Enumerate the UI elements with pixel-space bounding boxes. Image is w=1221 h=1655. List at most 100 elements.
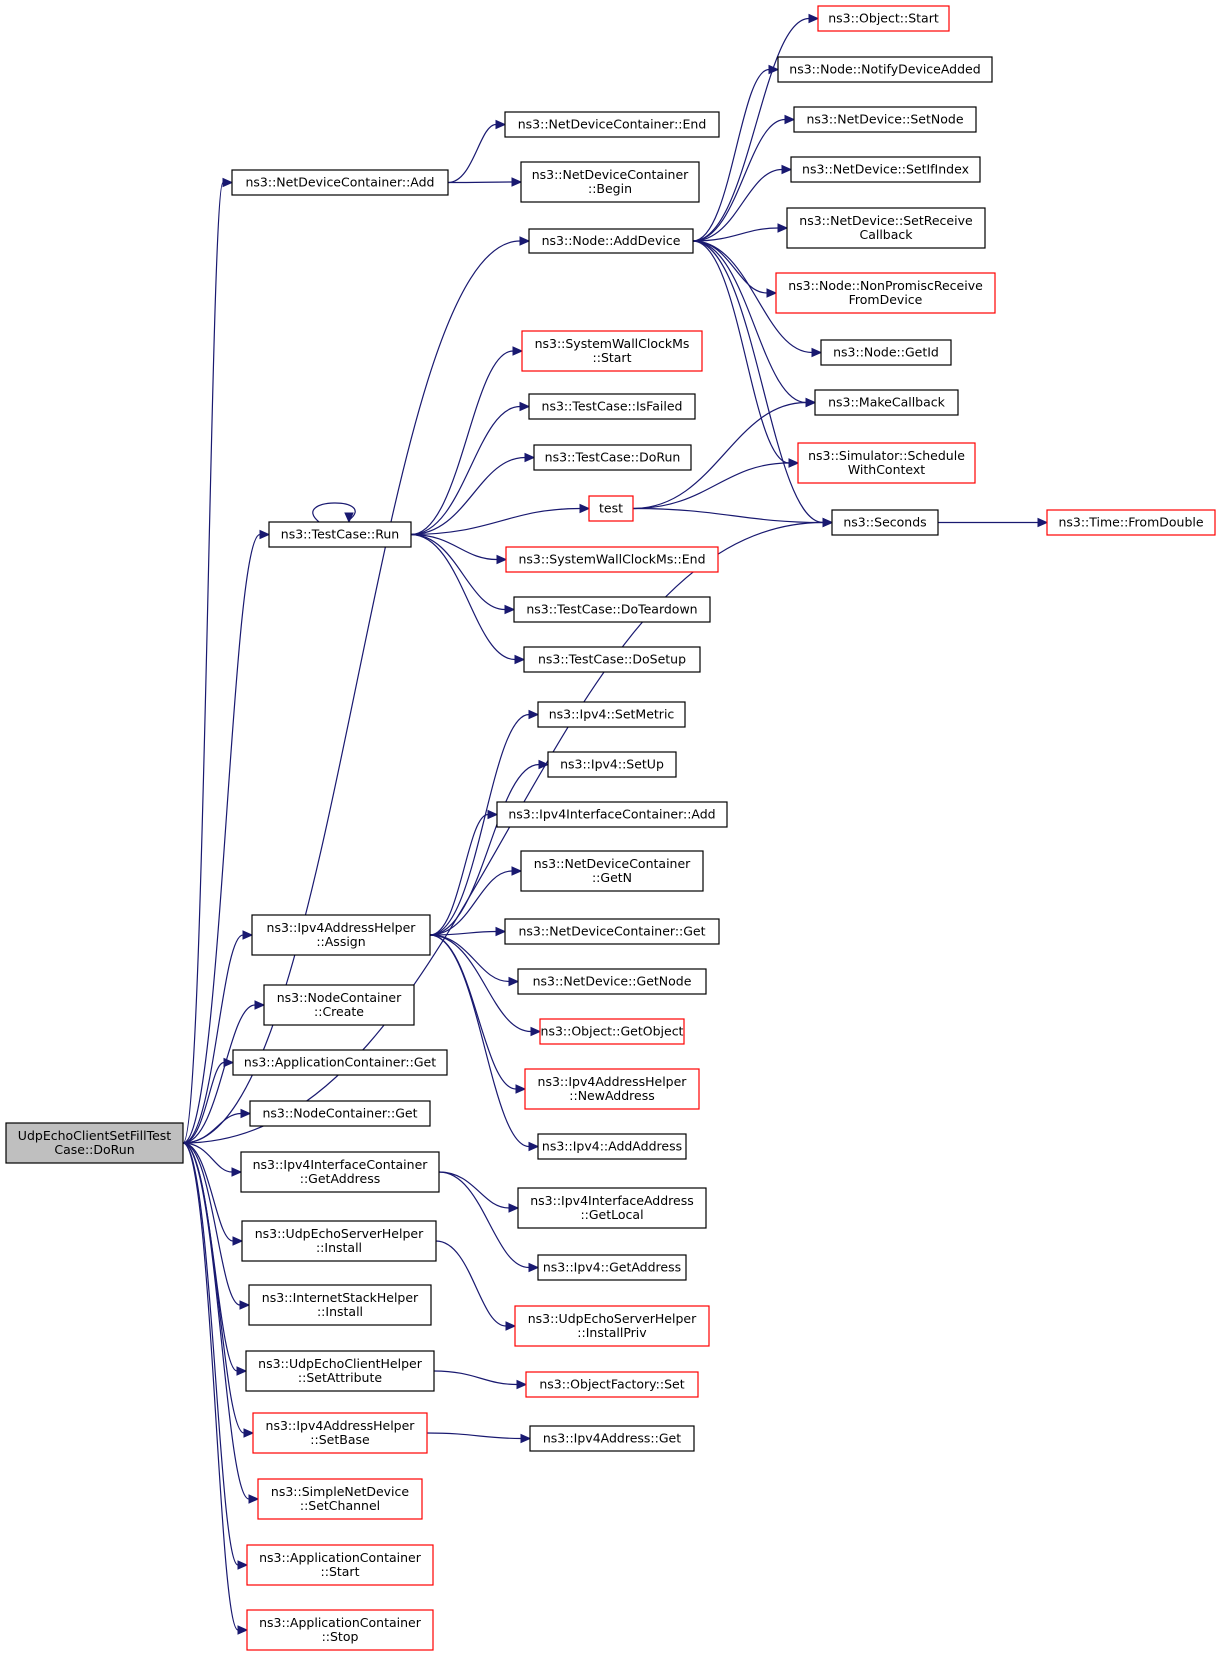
- graph-node[interactable]: ns3::InternetStackHelper::Install: [248, 1284, 432, 1326]
- node-box: [246, 1609, 434, 1651]
- graph-node[interactable]: ns3::NodeContainer::Get: [249, 1100, 431, 1127]
- graph-node[interactable]: ns3::TestCase::Run: [268, 521, 412, 548]
- node-label: ns3::SystemWallClockMs::End: [518, 552, 705, 567]
- graph-node[interactable]: ns3::Time::FromDouble: [1046, 509, 1216, 536]
- edge-arrowhead: [579, 503, 591, 514]
- graph-node[interactable]: ns3::ObjectFactory::Set: [525, 1371, 699, 1398]
- graph-node[interactable]: ns3::NetDeviceContainer::Get: [504, 918, 720, 945]
- node-label: ns3::Node::NonPromiscReceive: [788, 278, 983, 293]
- graph-node[interactable]: ns3::ApplicationContainer::Start: [246, 1544, 434, 1586]
- edge-n4-n6: [692, 64, 780, 242]
- node-label: Case::DoRun: [54, 1142, 134, 1157]
- edge-arrowhead: [248, 1494, 260, 1504]
- graph-node[interactable]: ns3::Seconds: [831, 509, 939, 536]
- graph-node[interactable]: ns3::NetDeviceContainer::Add: [231, 169, 449, 196]
- edge-n20-n16: [410, 346, 524, 536]
- edge-arrowhead: [508, 976, 520, 987]
- graph-node[interactable]: ns3::Ipv4Address::Get: [529, 1425, 695, 1452]
- graph-node[interactable]: ns3::NodeContainer::Create: [263, 984, 415, 1026]
- node-label: ns3::Simulator::Schedule: [808, 448, 965, 463]
- node-box: [251, 914, 431, 956]
- node-box: [524, 1068, 700, 1110]
- node-label: ns3::NodeContainer::Get: [263, 1106, 418, 1121]
- graph-node[interactable]: ns3::ApplicationContainer::Get: [232, 1049, 448, 1076]
- graph-node[interactable]: ns3::UdpEchoClientHelper::SetAttribute: [245, 1350, 435, 1392]
- edge-n37-n39: [438, 1171, 540, 1273]
- graph-node[interactable]: ns3::SystemWallClockMs::End: [505, 546, 719, 573]
- edge-n20-n19: [410, 503, 591, 536]
- graph-node[interactable]: ns3::SystemWallClockMs::Start: [521, 330, 703, 372]
- graph-node[interactable]: ns3::NetDeviceContainer::GetN: [520, 850, 704, 892]
- graph-node[interactable]: ns3::TestCase::DoTeardown: [513, 596, 711, 623]
- node-box: [537, 701, 686, 728]
- node-label: ::Start: [321, 1564, 360, 1579]
- graph-node[interactable]: ns3::Object::GetObject: [539, 1018, 685, 1045]
- graph-node[interactable]: ns3::TestCase::IsFailed: [528, 393, 696, 420]
- graph-node[interactable]: ns3::Node::NotifyDeviceAdded: [777, 56, 993, 83]
- node-label: ::GetAddress: [300, 1171, 380, 1186]
- graph-node[interactable]: ns3::TestCase::DoRun: [533, 444, 692, 471]
- edge-arrowhead: [236, 1366, 248, 1376]
- graph-node[interactable]: ns3::NetDevice::GetNode: [517, 968, 707, 995]
- graph-node[interactable]: ns3::SimpleNetDevice::SetChannel: [257, 1478, 423, 1520]
- graph-node[interactable]: ns3::Node::AddDevice: [528, 228, 694, 254]
- node-label: ns3::ApplicationContainer: [259, 1615, 422, 1630]
- node-label: ns3::NetDeviceContainer: [532, 167, 689, 182]
- graph-node[interactable]: ns3::ApplicationContainer::Stop: [246, 1609, 434, 1651]
- edge-arrowhead: [222, 177, 234, 188]
- node-label: ns3::TestCase::DoSetup: [538, 652, 686, 667]
- node-label: ns3::NetDeviceContainer::Get: [518, 924, 705, 939]
- node-label: ns3::Ipv4::SetUp: [560, 757, 664, 772]
- edge-n0-n20: [182, 529, 271, 1144]
- graph-node[interactable]: ns3::Ipv4AddressHelper::SetBase: [252, 1412, 428, 1454]
- edge-arrowhead: [530, 1026, 542, 1037]
- graph-node[interactable]: ns3::UdpEchoServerHelper::Install: [241, 1220, 437, 1262]
- node-label: ns3::MakeCallback: [828, 395, 946, 410]
- edge-n20-n20: [312, 502, 356, 524]
- node-label: ::NewAddress: [569, 1088, 654, 1103]
- graph-node[interactable]: ns3::NetDevice::SetIfIndex: [790, 156, 981, 183]
- graph-node[interactable]: ns3::Ipv4InterfaceContainer::Add: [496, 801, 728, 828]
- node-label: ns3::SimpleNetDevice: [271, 1484, 409, 1499]
- graph-node[interactable]: ns3::Ipv4::SetUp: [547, 751, 677, 778]
- edge-arrowhead: [239, 1300, 251, 1310]
- graph-node[interactable]: ns3::NetDeviceContainer::Begin: [520, 161, 700, 203]
- node-label: ns3::Node::NotifyDeviceAdded: [789, 62, 980, 77]
- edge-line: [692, 227, 779, 242]
- edge-line: [182, 1142, 241, 1306]
- edge-n0-n47: [182, 1142, 260, 1504]
- graph-node[interactable]: ns3::Ipv4::AddAddress: [537, 1133, 687, 1160]
- node-box: [528, 228, 694, 254]
- edge-line: [426, 1432, 522, 1440]
- graph-node[interactable]: ns3::Ipv4AddressHelper::NewAddress: [524, 1068, 700, 1110]
- node-label: ns3::Ipv4InterfaceContainer::Add: [508, 807, 715, 822]
- node-label: WithContext: [848, 462, 925, 477]
- graph-node[interactable]: ns3::Ipv4InterfaceContainer::GetAddress: [240, 1151, 440, 1193]
- graph-node[interactable]: ns3::Ipv4AddressHelper::Assign: [251, 914, 431, 956]
- edge-line: [632, 401, 807, 510]
- edge-n4-n8: [692, 164, 793, 242]
- graph-node[interactable]: ns3::Ipv4InterfaceAddress::GetLocal: [517, 1187, 707, 1229]
- graph-node[interactable]: ns3::Ipv4::SetMetric: [537, 701, 686, 728]
- node-label: ns3::Ipv4Address::Get: [543, 1431, 681, 1446]
- edge-line: [410, 533, 498, 561]
- graph-node[interactable]: ns3::MakeCallback: [814, 389, 959, 416]
- graph-node[interactable]: ns3::UdpEchoServerHelper::InstallPriv: [514, 1305, 710, 1347]
- graph-node[interactable]: ns3::Node::GetId: [820, 339, 952, 366]
- edge-line: [182, 240, 521, 1144]
- graph-node[interactable]: ns3::NetDevice::SetNode: [793, 106, 977, 133]
- edge-line: [429, 934, 532, 1033]
- graph-node[interactable]: ns3::TestCase::DoSetup: [523, 646, 701, 673]
- graph-node[interactable]: ns3::NetDeviceContainer::End: [504, 111, 720, 138]
- edge-n20-n21: [410, 533, 508, 565]
- edge-n28-n24: [429, 709, 540, 936]
- node-box: [504, 918, 720, 945]
- graph-node[interactable]: ns3::Object::Start: [817, 5, 950, 32]
- graph-node[interactable]: ns3::Ipv4::GetAddress: [537, 1254, 687, 1281]
- graph-node[interactable]: test: [588, 495, 634, 522]
- node-label: ns3::Time::FromDouble: [1058, 515, 1203, 530]
